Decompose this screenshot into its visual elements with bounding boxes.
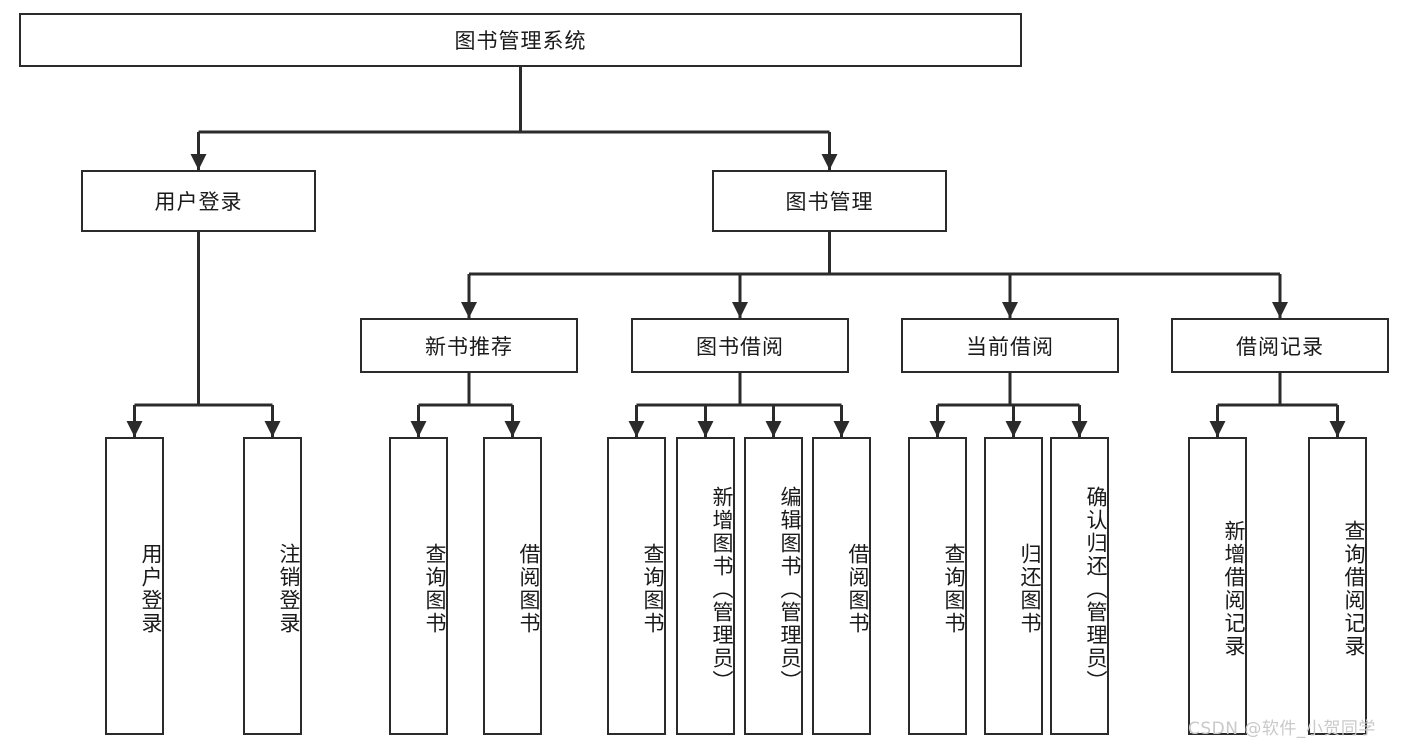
node-label: 新书推荐 bbox=[425, 334, 513, 359]
node-bookmgmt: 图书管理 bbox=[712, 170, 947, 232]
node-label: 新增图书（管理员） bbox=[710, 485, 734, 693]
arrowhead-icon bbox=[628, 421, 645, 437]
arrowhead-icon bbox=[1002, 302, 1018, 318]
arrowhead-icon bbox=[410, 421, 427, 437]
arrowhead-icon bbox=[126, 421, 143, 437]
node-label: 查询图书 bbox=[423, 543, 447, 635]
node-leaf-user-login: 用户登录 bbox=[105, 437, 164, 735]
arrowhead-icon bbox=[190, 154, 207, 170]
node-label: 归还图书 bbox=[1018, 543, 1042, 635]
node-leaf-user-logout: 注销登录 bbox=[243, 437, 302, 735]
arrowhead-icon bbox=[1209, 421, 1226, 437]
arrowhead-icon bbox=[1071, 421, 1088, 437]
node-label: 查询借阅记录 bbox=[1342, 520, 1366, 658]
arrowhead-icon bbox=[929, 421, 946, 437]
node-root: 图书管理系统 bbox=[19, 13, 1022, 67]
node-newbook: 新书推荐 bbox=[360, 318, 578, 373]
node-label: 借阅图书 bbox=[846, 543, 870, 635]
node-leaf-borrow-book-2: 借阅图书 bbox=[812, 437, 871, 735]
node-label: 图书管理系统 bbox=[454, 29, 587, 53]
node-label: 查询图书 bbox=[641, 543, 665, 635]
node-leaf-edit-book: 编辑图书（管理员） bbox=[744, 437, 803, 735]
arrowhead-icon bbox=[765, 421, 782, 437]
node-borrow: 图书借阅 bbox=[631, 318, 849, 373]
node-label: 用户登录 bbox=[154, 190, 243, 214]
arrowhead-icon bbox=[1329, 421, 1346, 437]
arrowhead-icon bbox=[833, 421, 850, 437]
node-leaf-add-book: 新增图书（管理员） bbox=[676, 437, 735, 735]
arrowhead-icon bbox=[1005, 421, 1022, 437]
node-label: 新增借阅记录 bbox=[1222, 520, 1246, 658]
arrowhead-icon bbox=[732, 302, 748, 318]
node-leaf-confirm-return: 确认归还（管理员） bbox=[1050, 437, 1109, 735]
arrowhead-icon bbox=[504, 421, 521, 437]
arrowhead-icon bbox=[461, 302, 477, 318]
arrowhead-icon bbox=[264, 421, 281, 437]
node-label: 用户登录 bbox=[139, 543, 163, 635]
node-leaf-query-book-3: 查询图书 bbox=[908, 437, 967, 735]
node-leaf-borrow-book-1: 借阅图书 bbox=[483, 437, 542, 735]
node-label: 借阅记录 bbox=[1236, 334, 1324, 359]
node-leaf-query-record: 查询借阅记录 bbox=[1308, 437, 1367, 735]
node-leaf-query-book-2: 查询图书 bbox=[607, 437, 666, 735]
node-label: 借阅图书 bbox=[517, 543, 541, 635]
node-login: 用户登录 bbox=[81, 170, 316, 232]
node-label: 查询图书 bbox=[942, 543, 966, 635]
csdn-watermark: CSDN @软件_小贺同学 bbox=[1188, 719, 1376, 739]
node-label: 确认归还（管理员） bbox=[1084, 485, 1108, 693]
node-current: 当前借阅 bbox=[901, 318, 1119, 373]
node-records: 借阅记录 bbox=[1171, 318, 1389, 373]
node-label: 图书借阅 bbox=[696, 334, 784, 359]
node-leaf-return-book: 归还图书 bbox=[984, 437, 1043, 735]
arrowhead-icon bbox=[697, 421, 714, 437]
node-label: 注销登录 bbox=[277, 543, 301, 635]
node-label: 编辑图书（管理员） bbox=[778, 485, 802, 693]
arrowhead-icon bbox=[1272, 302, 1288, 318]
node-leaf-add-record: 新增借阅记录 bbox=[1188, 437, 1247, 735]
node-label: 当前借阅 bbox=[966, 334, 1054, 359]
node-label: 图书管理 bbox=[785, 190, 874, 214]
arrowhead-icon bbox=[821, 154, 838, 170]
node-leaf-query-book-1: 查询图书 bbox=[389, 437, 448, 735]
